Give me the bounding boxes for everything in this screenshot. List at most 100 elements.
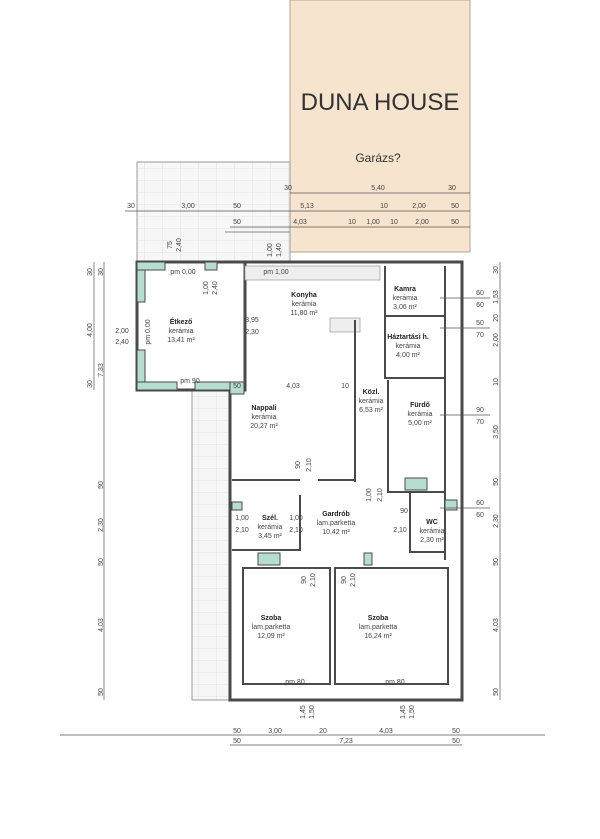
garage-area	[289, 0, 471, 253]
dimension-label: 30	[87, 268, 94, 276]
dimension-label: 10	[348, 219, 356, 226]
window-dimension: 70	[476, 332, 484, 339]
watermark-logo: DUNA HOUSE	[301, 89, 460, 116]
dimension-label: 50	[493, 558, 500, 566]
dimension-label: 50	[493, 478, 500, 486]
dimension-label: 30	[284, 185, 292, 192]
plan-annotation: 2,30	[245, 329, 259, 336]
dimension-label: 10	[493, 378, 500, 386]
dimension-label: 3,00	[181, 203, 195, 210]
dimension-label: 30	[448, 185, 456, 192]
plan-annotation: 1,00	[267, 243, 274, 257]
room-area: 20,27 m²	[250, 423, 278, 430]
dimension-label: 2,00	[415, 219, 429, 226]
dimension-label: 50	[452, 738, 460, 745]
dimension-label: 2,30	[493, 514, 500, 528]
dimension-label: 2,30	[98, 518, 105, 532]
plan-annotation: pm 0,00	[170, 269, 195, 276]
dimension-label: 30	[493, 266, 500, 274]
plan-annotation: pm 90	[180, 378, 200, 385]
dimension-label: 4,03	[293, 219, 307, 226]
room-name: Étkező	[170, 317, 193, 326]
room-name: Háztartási h.	[387, 334, 429, 341]
side-paving	[191, 389, 231, 701]
plan-annotation: 1,00	[235, 515, 249, 522]
plan-annotation: 1,45	[300, 705, 307, 719]
room-area: 12,09 m²	[257, 633, 285, 640]
room-floor: kerámia	[408, 411, 433, 418]
room-area: 3,06 m²	[393, 304, 417, 311]
room-name: WC	[426, 519, 438, 526]
plan-annotation: 3,95	[245, 317, 259, 324]
dimension-label: 3,00	[268, 728, 282, 735]
terrace-paving	[136, 161, 291, 263]
dimension-label: 1,53	[493, 290, 500, 304]
dimension-label: 5,40	[371, 185, 385, 192]
room-floor: kerámia	[420, 528, 445, 535]
room-floor: kerámia	[169, 328, 194, 335]
plan-annotation: 2,00	[115, 328, 129, 335]
plan-annotation: 1,00	[366, 488, 373, 502]
room-floor: kerámia	[359, 398, 384, 405]
plan-annotation: pm 0,00	[145, 319, 152, 344]
dimension-label: 7,23	[339, 738, 353, 745]
window-dimension: 60	[476, 302, 484, 309]
room-floor: lam.parketta	[359, 624, 398, 631]
dimension-label: 3,50	[493, 425, 500, 439]
room-area: 5,00 m²	[408, 420, 432, 427]
window-dimension: 60	[476, 500, 484, 507]
dimension-label: 5,13	[300, 203, 314, 210]
dimension-label: 20	[493, 314, 500, 322]
plan-annotation: 90	[301, 576, 308, 584]
room-area: 10,42 m²	[322, 529, 350, 536]
plan-annotation: 1,50	[409, 705, 416, 719]
plan-annotation: 1,50	[309, 705, 316, 719]
room-name: Szél.	[262, 515, 278, 522]
dimension-label: 50	[233, 728, 241, 735]
dimension-label: 50	[233, 738, 241, 745]
room-area: 4,00 m²	[396, 352, 420, 359]
room-area: 2,30 m²	[420, 537, 444, 544]
dimension-label: 50	[233, 203, 241, 210]
dimension-label: 30	[98, 268, 105, 276]
dimension-label: 2,00	[493, 333, 500, 347]
dimension-label: 1,00	[366, 219, 380, 226]
room-name: Konyha	[291, 292, 317, 299]
plan-annotation: 2,10	[393, 527, 407, 534]
room-name: Fürdő	[410, 402, 430, 409]
dimension-label: 50	[493, 688, 500, 696]
room-area: 16,24 m²	[364, 633, 392, 640]
dimension-label: 50	[98, 688, 105, 696]
plan-annotation: 50	[233, 383, 241, 390]
dimension-label: 50	[451, 219, 459, 226]
dimension-label: 4,00	[87, 323, 94, 337]
dimension-label: 30	[87, 380, 94, 388]
dimension-label: 50	[452, 728, 460, 735]
dimension-label: 2,00	[412, 203, 426, 210]
plan-annotation: 75	[167, 241, 174, 249]
plan-annotation: 90	[400, 508, 408, 515]
garage-label: Garázs?	[355, 151, 401, 165]
room-floor: kerámia	[393, 295, 418, 302]
plan-annotation: 1,00	[203, 281, 210, 295]
window-dimension: 90	[476, 407, 484, 414]
plan-annotation: 2,10	[289, 527, 303, 534]
room-area: 6,53 m²	[359, 407, 383, 414]
dimension-label: 7,33	[98, 363, 105, 377]
walls	[135, 231, 464, 702]
plan-annotation: 2,10	[377, 488, 384, 502]
plan-annotation: 2,10	[350, 573, 357, 587]
dimension-label: 20	[319, 728, 327, 735]
plan-annotation: 4,03	[286, 383, 300, 390]
plan-annotation: 2,40	[115, 339, 129, 346]
plan-annotation: pm 80	[385, 679, 405, 686]
plan-annotation: 2,40	[212, 281, 219, 295]
dimension-label: 4,03	[98, 618, 105, 632]
room-floor: kerámia	[252, 414, 277, 421]
plan-annotation: 1,45	[400, 705, 407, 719]
window-dimension: 50	[476, 320, 484, 327]
room-name: Gardrób	[322, 511, 350, 518]
plan-annotation: 2,10	[310, 573, 317, 587]
room-name: Szoba	[368, 615, 389, 622]
plan-annotation: 2,10	[235, 527, 249, 534]
